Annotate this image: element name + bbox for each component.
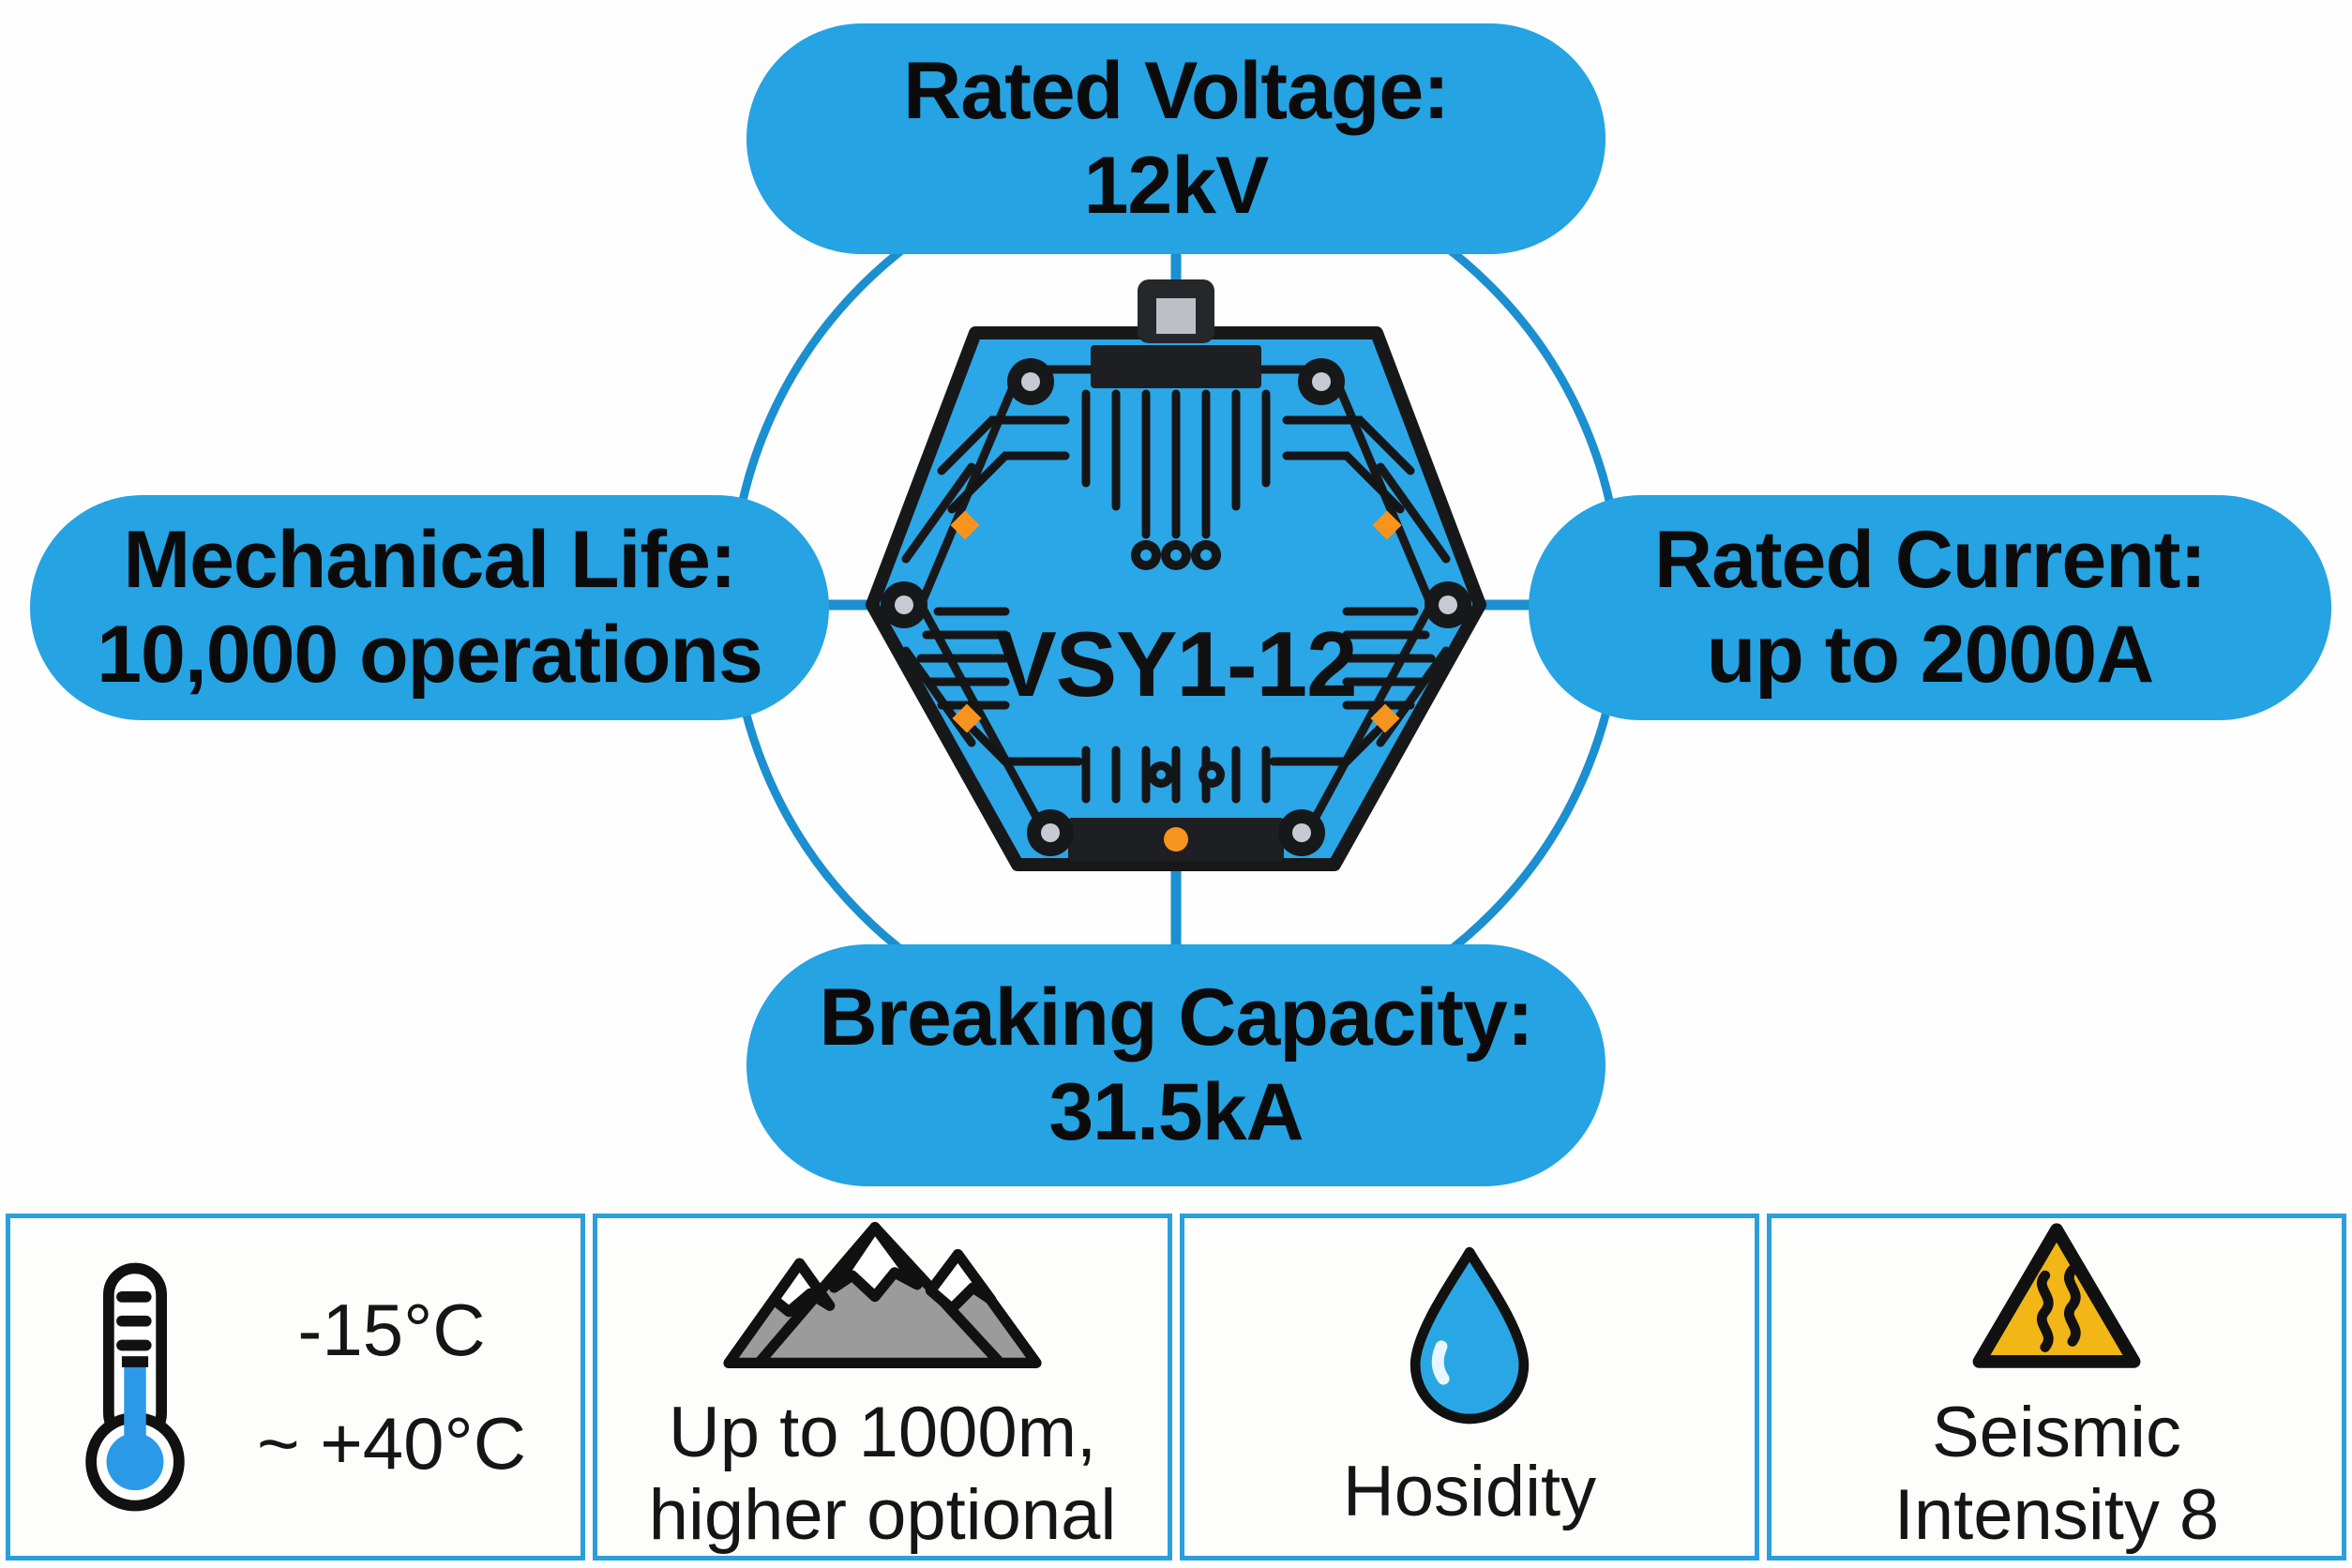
condition-text: Seismic Intensity 8	[1894, 1392, 2219, 1556]
spec-pill-line2: 10,000 operations	[97, 610, 763, 700]
circuit-traces	[916, 389, 1436, 804]
condition-cell-humidity: Hosidity	[1180, 1214, 1759, 1560]
spec-pill-line2: up to 2000A	[1706, 610, 2154, 700]
condition-cell-altitude: Up to 1000m, higher optional	[593, 1214, 1172, 1560]
warning-triangle-icon	[1972, 1223, 2141, 1368]
thermometer-icon	[85, 1262, 185, 1512]
spec-pill-line1: Rated Current:	[1653, 515, 2207, 606]
condition-line2: higher optional	[648, 1474, 1117, 1555]
mountain-icon	[723, 1222, 1042, 1368]
condition-text: -15°C ~ +40°C	[257, 1274, 526, 1500]
spec-pill-line1: Mechanical Life:	[123, 515, 736, 606]
condition-text: Hosidity	[1343, 1451, 1596, 1532]
breaker-hexagon-illustration: VSY1-12	[866, 279, 1486, 871]
condition-line1: Up to 1000m,	[668, 1393, 1097, 1473]
spec-pill-mechanical-life: Mechanical Life: 10,000 operations	[30, 495, 829, 720]
conditions-table: -15°C ~ +40°C Up to 1000m, higher option…	[6, 1214, 2346, 1560]
spec-pill-rated-current: Rated Current: up to 2000A	[1529, 495, 2331, 720]
spec-pill-line1: Rated Voltage:	[903, 46, 1450, 137]
spec-pill-line2: 12kV	[1083, 141, 1270, 231]
spec-pill-breaking-capacity: Breaking Capacity: 31.5kA	[746, 944, 1606, 1186]
condition-line1: Seismic	[1931, 1393, 2182, 1473]
condition-line2: Intensity 8	[1893, 1474, 2220, 1555]
spec-pill-line2: 31.5kA	[1048, 1067, 1304, 1157]
condition-line2: ~ +40°C	[256, 1402, 527, 1485]
spec-pill-line1: Breaking Capacity:	[819, 972, 1533, 1063]
corner-screws	[881, 358, 1471, 856]
condition-cell-temperature: -15°C ~ +40°C	[6, 1214, 585, 1560]
product-model-label: VSY1-12	[995, 612, 1356, 716]
spec-pill-rated-voltage: Rated Voltage: 12kV	[746, 23, 1606, 254]
condition-text: Up to 1000m, higher optional	[649, 1392, 1117, 1556]
water-drop-icon	[1410, 1247, 1530, 1425]
condition-line1: Hosidity	[1342, 1452, 1597, 1532]
condition-line1: -15°C	[297, 1289, 486, 1372]
circuit-vias	[1131, 540, 1225, 788]
condition-cell-seismic: Seismic Intensity 8	[1767, 1214, 2346, 1560]
